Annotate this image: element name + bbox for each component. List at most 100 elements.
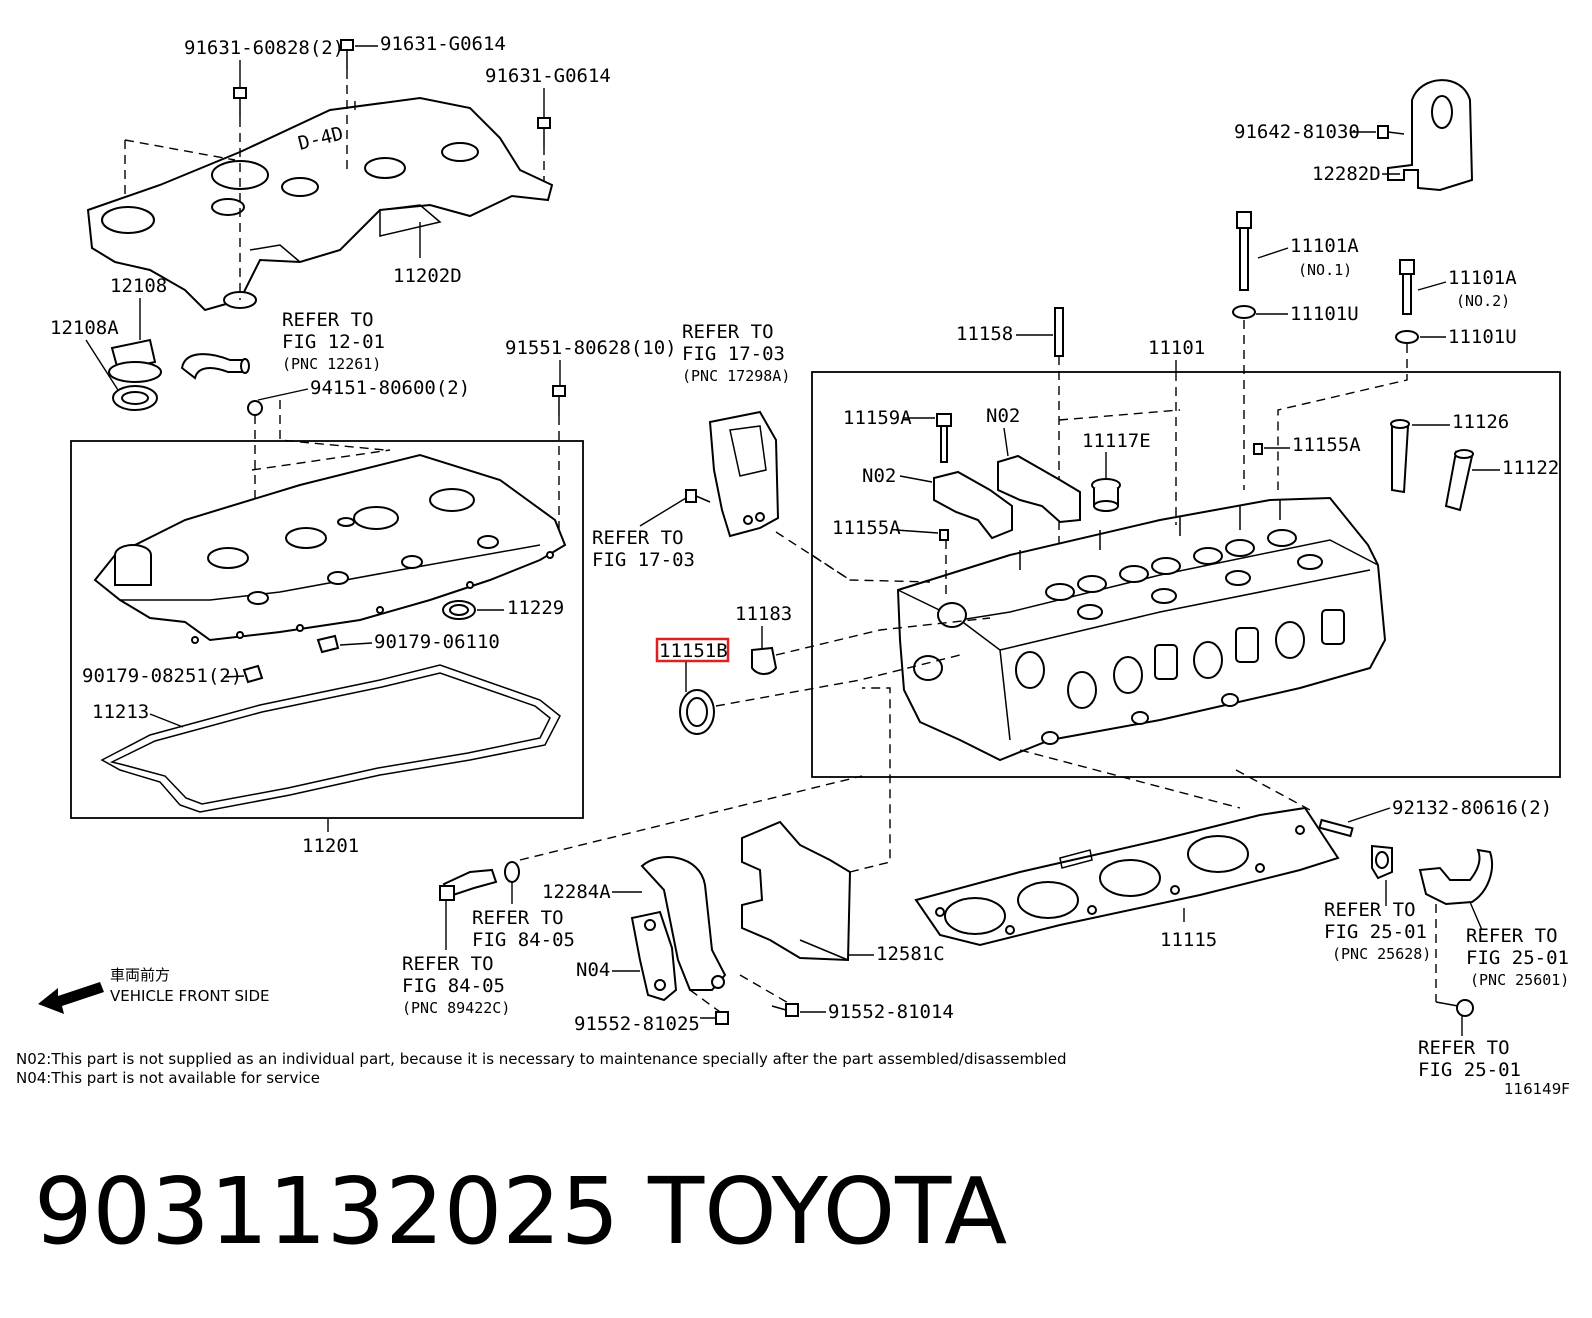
refer-fig-25-01-b[interactable]: REFER TO FIG 25-01 (PNC 25601) [1466,925,1569,989]
part-label-91642[interactable]: 91642-81030 [1234,121,1360,143]
part-label-11155a-2[interactable]: 11155A [1292,434,1361,456]
valve-guide-part[interactable] [1390,419,1410,494]
valve-guide-part[interactable] [1444,449,1474,512]
half-moon-plug-part[interactable] [751,646,778,675]
part-label-91631-60828[interactable]: 91631-60828(2) [184,37,344,59]
part-label-11155a-1[interactable]: 11155A [832,517,901,539]
refer-fig-84-05-a[interactable]: REFER TO FIG 84-05 [472,907,575,951]
refer-fig-17-03-a[interactable]: REFER TO FIG 17-03 (PNC 17298A) [682,321,790,385]
engine-hanger-part[interactable] [1387,79,1474,192]
refer-fig-25-01-a[interactable]: REFER TO FIG 25-01 (PNC 25628) [1324,899,1431,963]
seal-ring-part[interactable] [442,600,476,620]
camshaft-bearing-cap-part[interactable] [933,454,1081,540]
svg-text:FIG 17-03: FIG 17-03 [592,549,695,571]
part-label-11122[interactable]: 11122 [1502,457,1559,479]
part-label-11151b[interactable]: 11151B [659,640,728,662]
part-label-12282d[interactable]: 12282D [1312,163,1381,185]
part-label-94151[interactable]: 94151-80600(2) [310,377,470,399]
part-label-11183[interactable]: 11183 [735,603,792,625]
cylinder-head-cover-part[interactable] [93,453,567,644]
highlight-box [655,637,730,663]
part-label-91631-g0614-b[interactable]: 91631-G0614 [485,65,611,87]
refer-fig-25-01-c[interactable]: REFER TO FIG 25-01 [1418,1037,1521,1081]
svg-text:(PNC 12261): (PNC 12261) [282,355,381,373]
part-label-11229[interactable]: 11229 [507,597,564,619]
grommet-part[interactable] [242,634,340,684]
svg-text:FIG 25-01: FIG 25-01 [1466,947,1569,969]
front-label-en: VEHICLE FRONT SIDE [110,987,270,1005]
part-label-11101a-2[interactable]: 11101A [1448,267,1517,289]
part-label-11201[interactable]: 11201 [302,835,359,857]
part-label-91551[interactable]: 91551-80628(10) [505,337,677,359]
svg-text:REFER TO: REFER TO [682,321,774,343]
clamp-part[interactable] [1456,999,1474,1017]
svg-text:(PNC 25628): (PNC 25628) [1332,945,1431,963]
head-bolt-no1-part[interactable] [1232,211,1256,319]
refer-fig-12-01[interactable]: REFER TO FIG 12-01 (PNC 12261) [282,309,385,373]
part-label-11101u-1[interactable]: 11101U [1290,303,1359,325]
plug-part[interactable] [1091,478,1121,512]
part-label-90179-06110[interactable]: 90179-06110 [374,631,500,653]
part-label-11101a-1[interactable]: 11101A [1290,235,1359,257]
dowel-pin-part[interactable] [939,529,949,541]
n04-plate-part[interactable] [630,910,678,1002]
cylinder-head-part[interactable] [896,496,1387,762]
head-gasket-part[interactable] [914,806,1340,947]
refer-fig-17-03-b[interactable]: REFER TO FIG 17-03 [592,527,695,571]
dowel-pin-part[interactable] [1253,443,1263,455]
part-label-n02-a[interactable]: N02 [986,405,1020,427]
oil-filler-cap-part[interactable] [108,338,162,411]
part-label-11101u-2[interactable]: 11101U [1448,326,1517,348]
vehicle-front-arrow-icon [38,982,104,1014]
part-label-n02-b[interactable]: N02 [862,465,896,487]
bearing-cap-bolt-part[interactable] [936,413,952,463]
egr-gasket-part[interactable] [1371,844,1393,880]
head-bolt-no2-part[interactable] [1395,259,1419,344]
part-label-91552-81025[interactable]: 91552-81025 [574,1013,700,1035]
part-label-12284a[interactable]: 12284A [542,881,611,903]
part-label-11126[interactable]: 11126 [1452,411,1509,433]
part-label-90179-08251[interactable]: 90179-08251(2) [82,665,242,687]
engine-bracket-part[interactable] [640,856,727,991]
svg-text:REFER TO: REFER TO [1324,899,1416,921]
svg-text:FIG 12-01: FIG 12-01 [282,331,385,353]
svg-text:REFER TO: REFER TO [1466,925,1558,947]
timing-cover-part[interactable] [741,820,852,962]
camshaft-oil-seal-part[interactable] [679,689,715,735]
refer-fig-84-05-b[interactable]: REFER TO FIG 84-05 (PNC 89422C) [402,953,510,1017]
part-label-91552-81014[interactable]: 91552-81014 [828,1001,954,1023]
part-label-11101a-1-no: (NO.1) [1298,261,1352,279]
svg-text:(PNC 89422C): (PNC 89422C) [402,999,510,1017]
cylinder-head-box [811,371,1561,778]
valve-cover-box [70,440,584,819]
cover-gasket-part[interactable] [100,664,561,813]
bolt-icon [552,385,566,416]
part-label-12108a[interactable]: 12108A [50,317,119,339]
egr-pipe-part[interactable] [1418,848,1493,906]
part-label-11115[interactable]: 11115 [1160,929,1217,951]
svg-text:FIG 84-05: FIG 84-05 [402,975,505,997]
part-label-n04[interactable]: N04 [576,959,610,981]
part-label-11202d[interactable]: 11202D [393,265,462,287]
part-label-91631-g0614-a[interactable]: 91631-G0614 [380,33,506,55]
note-n04: N04:This part is not available for servi… [16,1069,320,1087]
stud-bolt-part[interactable] [1318,818,1354,838]
temperature-sensor-part[interactable] [439,861,520,901]
engine-mount-bracket-part[interactable] [708,410,780,538]
note-n02: N02:This part is not supplied as an indi… [16,1050,1067,1068]
part-label-11101a-2-no: (NO.2) [1456,292,1510,310]
svg-text:(PNC 17298A): (PNC 17298A) [682,367,790,385]
part-label-11213[interactable]: 11213 [92,701,149,723]
part-label-11158[interactable]: 11158 [956,323,1013,345]
part-label-12108[interactable]: 12108 [110,275,167,297]
breather-hose-part[interactable] [180,353,250,380]
figure-id: 116149F [1504,1080,1570,1098]
part-label-11101[interactable]: 11101 [1148,337,1205,359]
part-label-92132[interactable]: 92132-80616(2) [1392,797,1552,819]
bolt-icon [685,489,711,503]
part-label-11117e[interactable]: 11117E [1082,430,1151,452]
part-label-11159a[interactable]: 11159A [843,407,912,429]
svg-text:REFER TO: REFER TO [1418,1037,1510,1059]
part-label-12581c[interactable]: 12581C [876,943,945,965]
stud-bolt-part[interactable] [1054,307,1064,357]
